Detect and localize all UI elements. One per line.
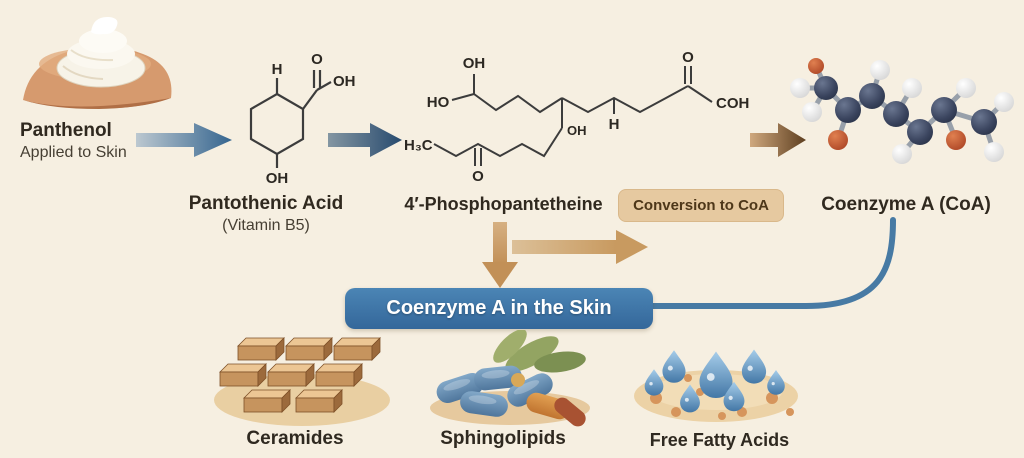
atom-h3c: H₃C: [404, 137, 433, 154]
arrow-panthenol-to-pantothenic: [136, 123, 232, 157]
pantothenic-title: Pantothenic Acid: [188, 193, 344, 214]
skeletal-bonds: [433, 66, 713, 166]
atom-o: O: [311, 51, 323, 68]
atom-oh-branch: OH: [567, 123, 587, 138]
arrow-pantothenic-to-phospho: [328, 123, 402, 157]
ceramides-illustration: [214, 337, 390, 426]
atom-coh: COH: [716, 95, 749, 112]
panthenol-title: Panthenol: [20, 120, 112, 141]
ceramides-label: Ceramides: [246, 428, 344, 449]
phosphopantetheine-structure: OH HO OH H₃C O H O COH: [404, 50, 749, 185]
leaves: [493, 330, 586, 373]
sphingolipids-label: Sphingolipids: [440, 428, 566, 449]
panthenol-subtitle: Applied to Skin: [20, 143, 127, 161]
atom-oh-chain: OH: [333, 73, 355, 90]
atom-ho: HO: [427, 94, 450, 111]
arrow-down-to-banner: [482, 222, 518, 288]
conversion-badge-label: Conversion to CoA: [633, 197, 769, 214]
coa-title: Coenzyme A (CoA): [821, 194, 991, 215]
molecule-atoms: [790, 58, 1014, 164]
free-fatty-acids-label: Free Fatty Acids: [649, 430, 790, 450]
conversion-to-coa-badge: Conversion to CoA: [618, 189, 784, 222]
panthenol-cream-illustration: [23, 16, 172, 109]
arrow-right-tan: [512, 230, 648, 264]
pantothenic-subtitle: (Vitamin B5): [222, 216, 310, 234]
phospho-title: 4′-Phosphopantetheine: [404, 194, 603, 214]
free-fatty-acids-illustration: [634, 349, 798, 422]
droplets: [644, 349, 785, 413]
banner-label: Coenzyme A in the Skin: [386, 297, 612, 319]
skeletal-bonds: [249, 70, 332, 168]
atom-h-chain: H: [609, 116, 620, 133]
coenzyme-a-molecule: [790, 58, 1014, 164]
atom-o-upper: O: [682, 50, 694, 66]
atom-h: H: [272, 61, 283, 78]
arrow-phospho-to-coa: [750, 123, 806, 157]
coa-in-skin-banner: Coenzyme A in the Skin: [345, 288, 653, 329]
connector-coa-to-banner: [649, 217, 896, 309]
atom-oh-ring: OH: [266, 170, 289, 187]
pantothenic-acid-structure: H O OH OH: [249, 51, 355, 187]
atom-o-lower: O: [472, 168, 484, 185]
sphingolipids-illustration: [430, 330, 590, 427]
ceramide-bricks: [219, 337, 381, 413]
atom-oh-top: OH: [463, 55, 486, 72]
cream-dollop: [56, 16, 146, 88]
lipid-capsules: [436, 365, 586, 427]
